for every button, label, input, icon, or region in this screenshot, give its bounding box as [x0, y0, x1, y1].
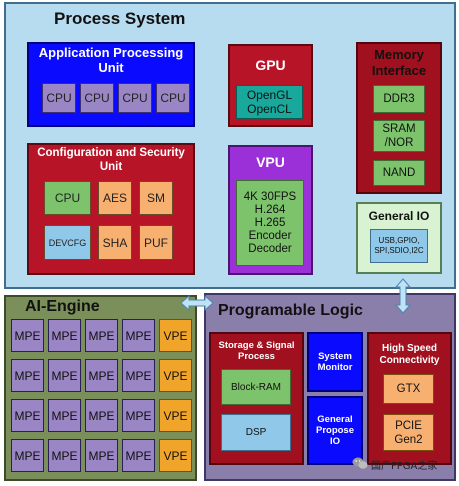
- ps-general-io-title: General IO: [368, 209, 430, 223]
- apu-cpu-core: CPU: [156, 83, 190, 113]
- pcie-gen2: PCIE Gen2: [383, 414, 434, 451]
- mpe-cell: MPE: [11, 439, 44, 472]
- wechat-icon: [352, 457, 368, 469]
- memory-nand: NAND: [373, 160, 425, 186]
- ai-engine-title: AI-Engine: [25, 298, 100, 315]
- apu-cpu-core: CPU: [80, 83, 114, 113]
- process-system-title: Process System: [54, 9, 186, 28]
- mpe-cell: MPE: [122, 359, 155, 392]
- csu-devcfg: DEVCFG: [44, 225, 91, 260]
- memory-title-line: Interface: [371, 63, 427, 78]
- memory-interface-title: Memory Interface: [356, 47, 442, 79]
- memory-title-line: Memory: [374, 47, 424, 62]
- block-ram: Block-RAM: [221, 369, 291, 405]
- mpe-cell: MPE: [85, 399, 118, 432]
- gpu-api-opencl: OpenCL: [247, 102, 292, 116]
- memory-sram-line: SRAM: [382, 123, 416, 135]
- csu-sm: SM: [139, 181, 173, 215]
- pcie-line: Gen2: [394, 433, 423, 446]
- pl-gio-line: General: [317, 414, 353, 425]
- vpu-line: Encoder: [248, 229, 292, 242]
- pl-gio-line: Propose: [315, 425, 354, 436]
- vpu-line: 4K 30FPS: [243, 190, 297, 203]
- gpu-api-box: OpenGL OpenCL: [236, 85, 303, 119]
- mpe-cell: MPE: [85, 319, 118, 352]
- memory-sram-nor: SRAM /NOR: [373, 120, 425, 152]
- mpe-cell: MPE: [122, 319, 155, 352]
- pl-general-io-block: General Propose IO: [307, 396, 363, 465]
- hsc-title-line: High Speed: [381, 343, 437, 354]
- gpu-title: GPU: [255, 57, 286, 73]
- mpe-cell: MPE: [48, 319, 81, 352]
- mpe-cell: MPE: [122, 439, 155, 472]
- csu-aes: AES: [98, 181, 132, 215]
- mpe-cell: MPE: [85, 359, 118, 392]
- memory-sram-line: /NOR: [384, 137, 414, 149]
- ps-general-io-interfaces: USB,GPIO, SPI,SDIO,I2C: [370, 229, 428, 263]
- vertical-double-arrow-icon: [394, 278, 412, 314]
- mpe-cell: MPE: [48, 439, 81, 472]
- vpe-cell: VPE: [159, 319, 192, 352]
- storage-signal-title: Storage & Signal Process: [209, 340, 304, 362]
- apu-cpu-core: CPU: [42, 83, 76, 113]
- sysmon-line: Monitor: [317, 362, 353, 373]
- mpe-cell: MPE: [122, 399, 155, 432]
- mpe-cell: MPE: [11, 359, 44, 392]
- vpu-line: Decoder: [248, 242, 292, 255]
- system-monitor-block: System Monitor: [307, 332, 363, 392]
- watermark-text: 国产FPGA之家: [371, 461, 438, 472]
- vpe-cell: VPE: [159, 359, 192, 392]
- csu-cpu: CPU: [44, 181, 91, 215]
- io-line: USB,GPIO,: [378, 236, 420, 245]
- gpu-api-opengl: OpenGL: [246, 88, 293, 102]
- vpu-line: H.264: [254, 203, 286, 216]
- vpu-line: H.265: [254, 216, 286, 229]
- csu-sha: SHA: [98, 225, 132, 260]
- dsp: DSP: [221, 414, 291, 451]
- io-line: SPI,SDIO,I2C: [374, 246, 424, 255]
- hsc-title-line: Connectivity: [379, 355, 440, 366]
- horizontal-double-arrow-icon: [180, 294, 214, 312]
- mpe-cell: MPE: [48, 359, 81, 392]
- mpe-cell: MPE: [48, 399, 81, 432]
- vpe-cell: VPE: [159, 439, 192, 472]
- programmable-logic-title: Programable Logic: [218, 302, 363, 319]
- pcie-line: PCIE: [395, 419, 422, 432]
- vpu-codec-box: 4K 30FPS H.264 H.265 Encoder Decoder: [236, 180, 304, 266]
- storage-title-line: Storage & Signal: [218, 340, 295, 351]
- mpe-cell: MPE: [85, 439, 118, 472]
- storage-title-line: Process: [238, 351, 275, 362]
- gtx: GTX: [383, 374, 434, 404]
- csu-title: Configuration and Security Unit: [37, 147, 185, 173]
- sysmon-line: System: [318, 351, 352, 362]
- apu-cpu-core: CPU: [118, 83, 152, 113]
- apu-title: Application Processing Unit: [38, 45, 184, 75]
- high-speed-connectivity-title: High Speed Connectivity: [367, 343, 452, 367]
- csu-puf: PUF: [139, 225, 173, 260]
- vpe-cell: VPE: [159, 399, 192, 432]
- pl-gio-line: IO: [329, 436, 341, 447]
- vpu-title: VPU: [256, 154, 285, 170]
- mpe-cell: MPE: [11, 399, 44, 432]
- memory-ddr3: DDR3: [373, 85, 425, 113]
- mpe-cell: MPE: [11, 319, 44, 352]
